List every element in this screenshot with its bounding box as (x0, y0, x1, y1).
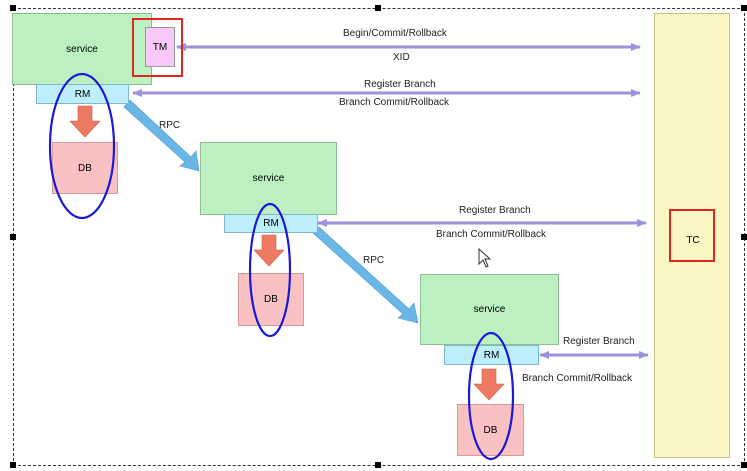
tm-tc-bottom-label: XID (393, 52, 410, 63)
resize-handle-bottom-left[interactable] (10, 462, 16, 468)
db-3-label: DB (483, 424, 498, 436)
db-1-label: DB (78, 162, 92, 174)
rm2-tc-bottom-label: Branch Commit/Rollback (436, 229, 547, 240)
db-node-2[interactable]: DB (238, 273, 304, 326)
tm-highlight-frame (132, 18, 183, 77)
rpc-label-1: RPC (159, 120, 181, 131)
db-node-3[interactable]: DB (457, 404, 524, 456)
down-arrow-1 (69, 105, 101, 138)
resize-handle-top-center[interactable] (375, 5, 381, 11)
rm-node-1[interactable]: RM (36, 84, 129, 104)
resize-handle-middle-right[interactable] (741, 234, 747, 240)
rm-node-3[interactable]: RM (444, 345, 539, 365)
rm-2-label: RM (263, 218, 279, 229)
resize-handle-middle-left[interactable] (10, 234, 16, 240)
rm3-tc-bottom-label: Branch Commit/Rollback (522, 373, 633, 384)
rpc-arrow-1 (123, 99, 200, 172)
tc-label: TC (686, 234, 700, 246)
service-node-1[interactable]: service (12, 13, 152, 85)
rm-1-label: RM (74, 88, 91, 100)
resize-handle-top-left[interactable] (10, 5, 16, 11)
resize-handle-top-right[interactable] (741, 5, 747, 11)
rm-3-label: RM (483, 349, 500, 361)
tm-node[interactable]: TM (145, 27, 175, 67)
rm-node-2[interactable]: RM (224, 214, 318, 233)
resize-handle-bottom-right[interactable] (741, 462, 747, 468)
tm-tc-top-label: Begin/Commit/Rollback (343, 28, 447, 39)
tm-label: TM (152, 41, 168, 53)
resize-handle-bottom-center[interactable] (375, 462, 381, 468)
db-node-1[interactable]: DB (52, 142, 118, 194)
service-1-label: service (66, 43, 98, 55)
rm3-tc-top-label: Register Branch (563, 336, 635, 347)
service-2-label: service (252, 173, 285, 184)
down-arrow-2 (253, 234, 285, 267)
rm2-tc-top-label: Register Branch (459, 205, 531, 216)
rm1-tc-bottom-label: Branch Commit/Rollback (339, 97, 450, 108)
rm1-tc-top-label: Register Branch (364, 79, 436, 90)
rpc-label-2: RPC (363, 255, 385, 266)
tc-highlight-frame (669, 209, 715, 262)
db-2-label: DB (264, 294, 278, 305)
tc-lane (654, 13, 730, 458)
service-3-label: service (473, 304, 506, 315)
rpc-arrow-2 (312, 226, 419, 324)
service-node-3[interactable]: service (420, 274, 559, 345)
down-arrow-3 (473, 368, 505, 401)
tc-node[interactable]: TC (670, 220, 716, 260)
service-node-2[interactable]: service (200, 142, 337, 215)
